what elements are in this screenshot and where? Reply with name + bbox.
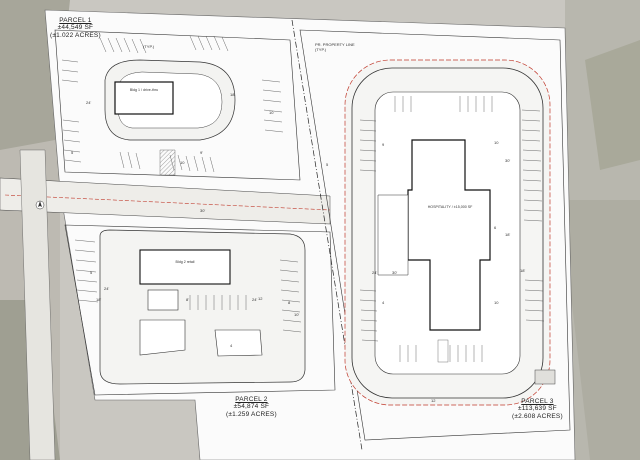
parcel-1-parking-right [261,79,284,133]
parcel-2-island-b [139,319,186,356]
parcel-2-name: PARCEL 2 [235,396,268,403]
parcel-1-parking-left [61,59,82,163]
parcel-2 [64,224,336,396]
dim-label: 18' [230,92,236,97]
hotel-entry-island [437,339,449,363]
parcel-3-parking-west [359,119,379,342]
property-line-note: PR. PROPERTY LINE (TYP.) [315,42,355,52]
stall-count: 5 [90,270,93,275]
parcel-2-label: PARCEL 2 ±54,874 SF (±1.259 ACRES) [226,396,277,418]
parcel-3-name: PARCEL 3 [521,398,554,405]
hotel-wing-west [377,194,409,276]
parcel-2-parking-right [279,259,302,333]
parcel-1 [54,29,301,181]
property-line-note-1: PR. PROPERTY LINE [315,42,355,47]
parcel-1-area-sf: ±44,549 SF [57,24,94,32]
north-arrow-icon [35,200,45,210]
stall-count: 10 [180,160,185,165]
dim-label: 18' [520,268,526,273]
parcel-1-label: PARCEL 1 ±44,549 SF (±1.022 ACRES) [50,17,101,39]
dim-label: 10' [294,312,300,317]
dumpster-enclosure [534,369,556,385]
parcel-2-parking-left [74,239,99,303]
dim-label: 24' [86,100,92,105]
dim-label: 30' [392,270,398,275]
parcel-2-parking-middle [189,295,247,310]
parcel-2-island-c [214,329,263,357]
stall-count: 10 [269,110,274,115]
parcel-1-name: PARCEL 1 [59,17,92,24]
building-1-label: Bldg 1 / drive-thru [129,88,159,92]
parcel-3-loop-drive [351,67,544,399]
parcel-3-boundary [299,29,571,441]
parcel-3-area-sf: ±113,639 SF [517,405,557,413]
parcel-1-boundary [54,29,301,181]
parcel-2-area-acres: (±1.259 ACRES) [226,410,277,418]
dim-label: 24' [252,297,258,302]
stall-count: 12 [258,296,263,301]
ns-road [19,149,56,460]
parcel-3-parking-south [399,345,483,362]
parcel-3-label: PARCEL 3 ±113,639 SF (±2.608 ACRES) [512,398,563,420]
dim-label: 24' [104,286,110,291]
stall-count: 9 [382,142,385,147]
stall-count: 12 [431,398,436,403]
stall-count: 6 [494,225,497,230]
parcel-3-parking-east [521,109,545,322]
access-road [0,177,331,225]
typ-note: (TYP.) [143,44,155,49]
stall-count: 5 [326,162,329,167]
parcel-3-area-acres: (±2.608 ACRES) [512,412,563,420]
stall-count: 10 [494,140,499,145]
stall-count: 4 [382,300,385,305]
parcel-2-area-sf: ±54,874 SF [233,403,270,411]
stall-count: 10 [494,300,499,305]
parcel-3-parking-north [394,96,493,112]
parcel-1-area-acres: (±1.022 ACRES) [50,31,101,39]
hotel-building [407,139,491,331]
dim-label: 24' [372,270,378,275]
building-2 [139,249,231,285]
stall-count: 5 [71,150,74,155]
dim-label: 18' [96,297,102,302]
dim-label: 30' [200,208,206,213]
parcel-2-island-a [147,289,179,311]
property-line-note-2: (TYP.) [315,47,327,52]
hotel-label: HOSPITALITY / ±15,000 SF [427,205,473,209]
parcel-3 [299,29,571,441]
parcel-1-striped-area [159,149,176,176]
road-centerline [4,194,331,211]
building-2-label: Bldg 2 retail [175,260,195,264]
parcel-1-parking-top [99,35,229,54]
dim-label: 18' [505,232,511,237]
stall-count: 4 [230,343,233,348]
stall-count: 8 [288,300,291,305]
aerial-field [585,40,640,170]
building-1 [114,81,174,115]
dim-label: 9' [200,150,203,155]
aerial-field-right [560,200,640,460]
dim-label: 30' [505,158,511,163]
dim-label: 8' [186,297,189,302]
parcel-2-boundary [64,224,336,396]
